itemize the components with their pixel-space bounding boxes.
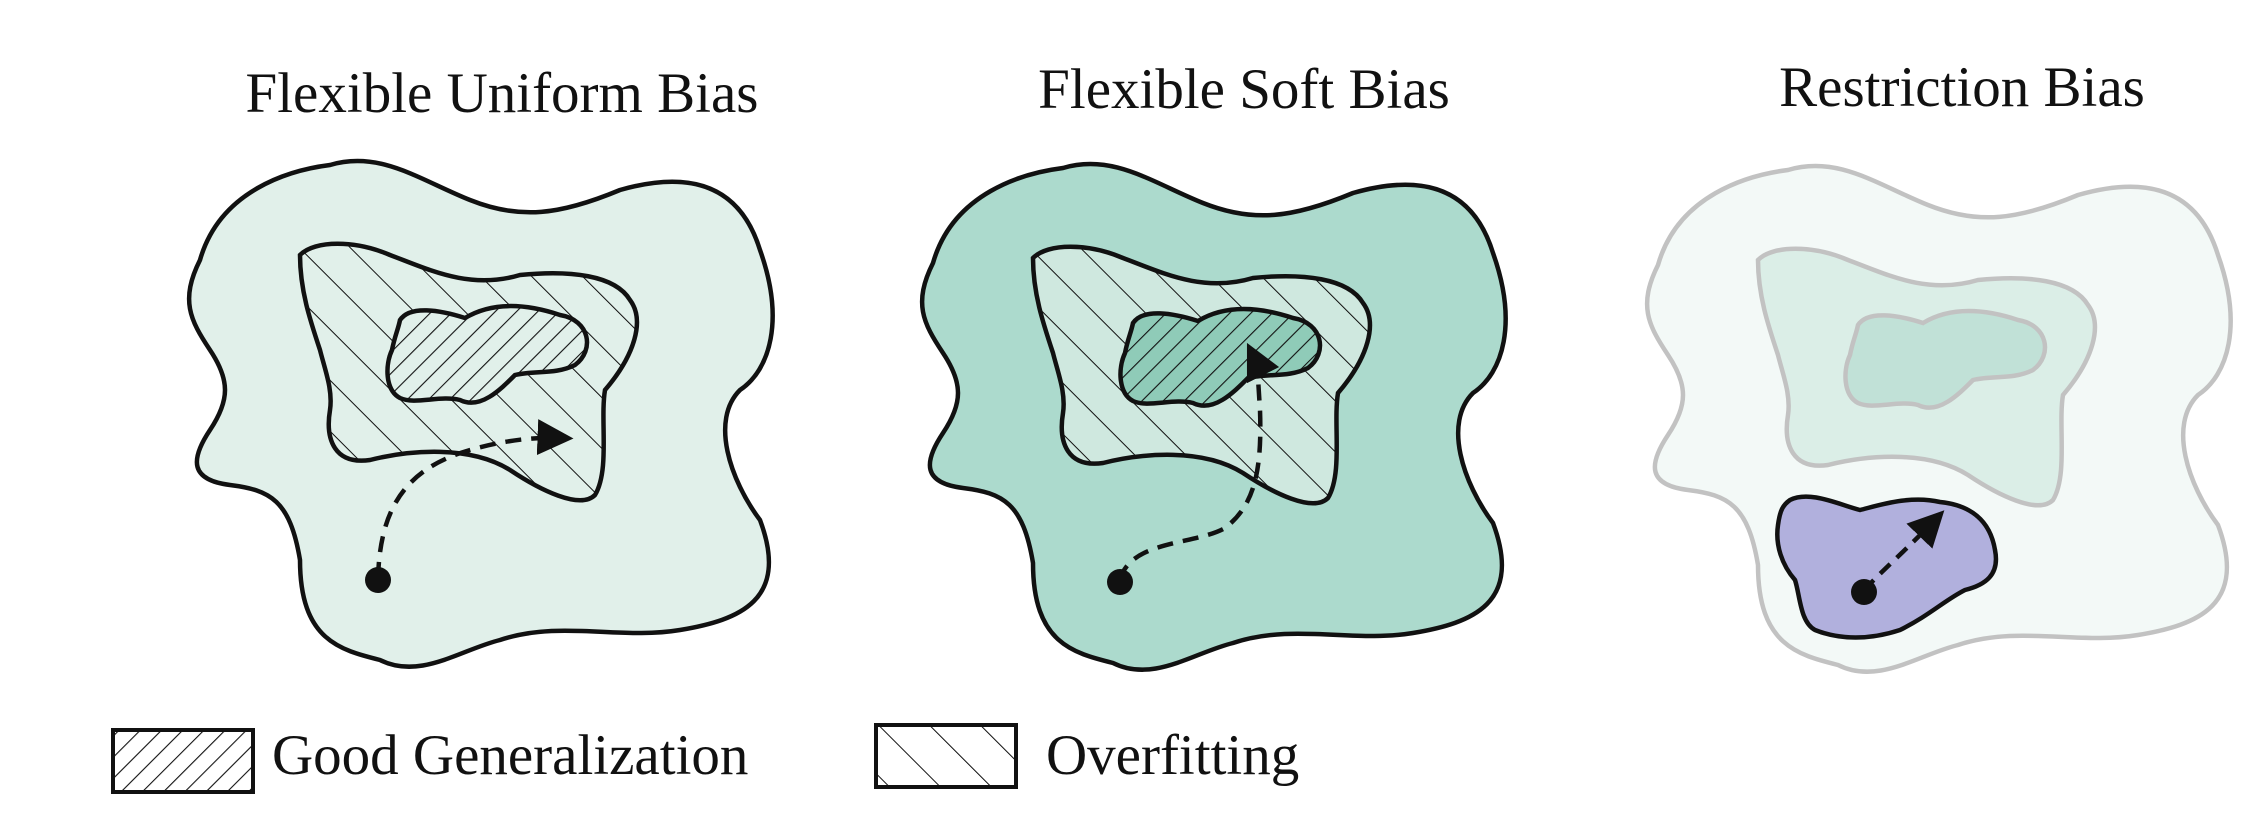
hypothesis-space <box>189 161 773 667</box>
hypothesis-space <box>922 164 1506 670</box>
legend-item-good-generalization: Good Generalization <box>111 724 748 794</box>
panel-flexible-uniform-bias: Flexible Uniform Bias <box>189 62 773 667</box>
search-path-arrow <box>1117 342 1280 581</box>
legend-label: Good Generalization <box>272 724 748 787</box>
panel-title: Flexible Uniform Bias <box>246 62 759 125</box>
panel-title: Restriction Bias <box>1779 56 2145 119</box>
panel-flexible-soft-bias: Flexible Soft Bias <box>922 58 1506 670</box>
start-point-icon <box>1107 569 1133 595</box>
legend-label: Overfitting <box>1046 724 1299 787</box>
legend-item-overfitting: Overfitting <box>874 723 1299 789</box>
overfitting-swatch <box>874 723 1018 789</box>
panel-title: Flexible Soft Bias <box>1038 58 1450 121</box>
search-path-arrow <box>375 419 574 579</box>
start-point-icon <box>1851 579 1877 605</box>
good-generalization-swatch <box>111 728 255 794</box>
start-point-icon <box>365 567 391 593</box>
panel-restriction-bias: Restriction Bias <box>1647 56 2231 672</box>
legend: Good Generalization Overfitting <box>111 723 1299 794</box>
